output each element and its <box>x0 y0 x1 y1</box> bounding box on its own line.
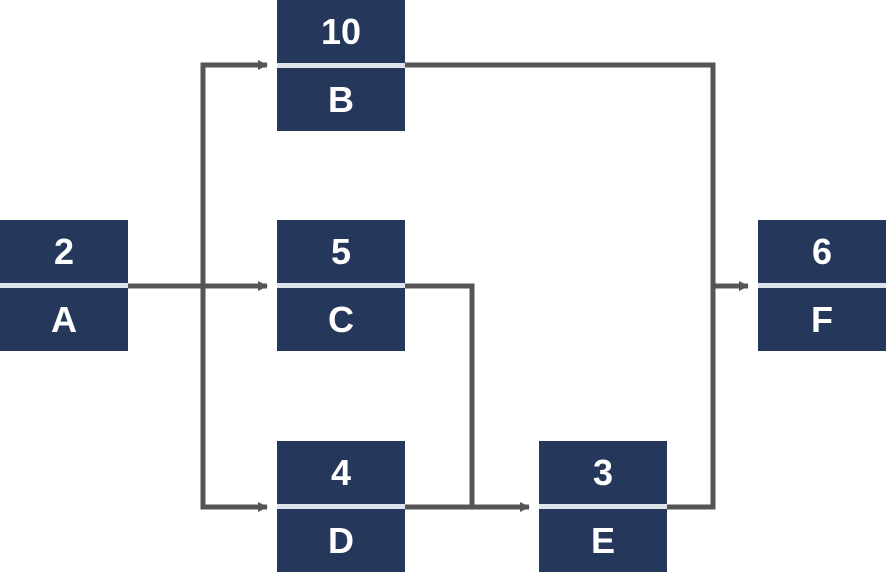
activity-duration: 4 <box>330 451 352 493</box>
connector-a-to-d <box>200 286 268 512</box>
node-divider <box>539 504 667 509</box>
node-divider <box>277 283 405 288</box>
connector-a-to-b <box>200 60 268 286</box>
activity-node-a: 2 A <box>0 220 128 351</box>
connector-c-to-e <box>405 283 475 507</box>
connector-e-to-f <box>667 281 749 510</box>
activity-node-d: 4 D <box>277 441 405 572</box>
activity-duration: 10 <box>320 10 362 52</box>
activity-label: D <box>328 519 354 561</box>
activity-label: C <box>328 298 354 340</box>
activity-node-c: 5 C <box>277 220 405 351</box>
node-divider <box>277 63 405 68</box>
connector-b-to-f <box>405 62 716 286</box>
activity-label: F <box>811 298 833 340</box>
node-divider <box>277 504 405 509</box>
activity-duration: 2 <box>53 230 75 272</box>
activity-duration: 6 <box>811 230 833 272</box>
activity-node-f: 6 F <box>758 220 886 351</box>
activity-duration: 5 <box>330 230 352 272</box>
activity-duration: 3 <box>592 451 614 493</box>
activity-label: A <box>51 298 77 340</box>
activity-label: B <box>328 78 354 120</box>
activity-node-b: 10 B <box>277 0 405 131</box>
node-divider <box>758 283 886 288</box>
activity-node-e: 3 E <box>539 441 667 572</box>
node-divider <box>0 283 128 288</box>
activity-label: E <box>590 519 615 561</box>
